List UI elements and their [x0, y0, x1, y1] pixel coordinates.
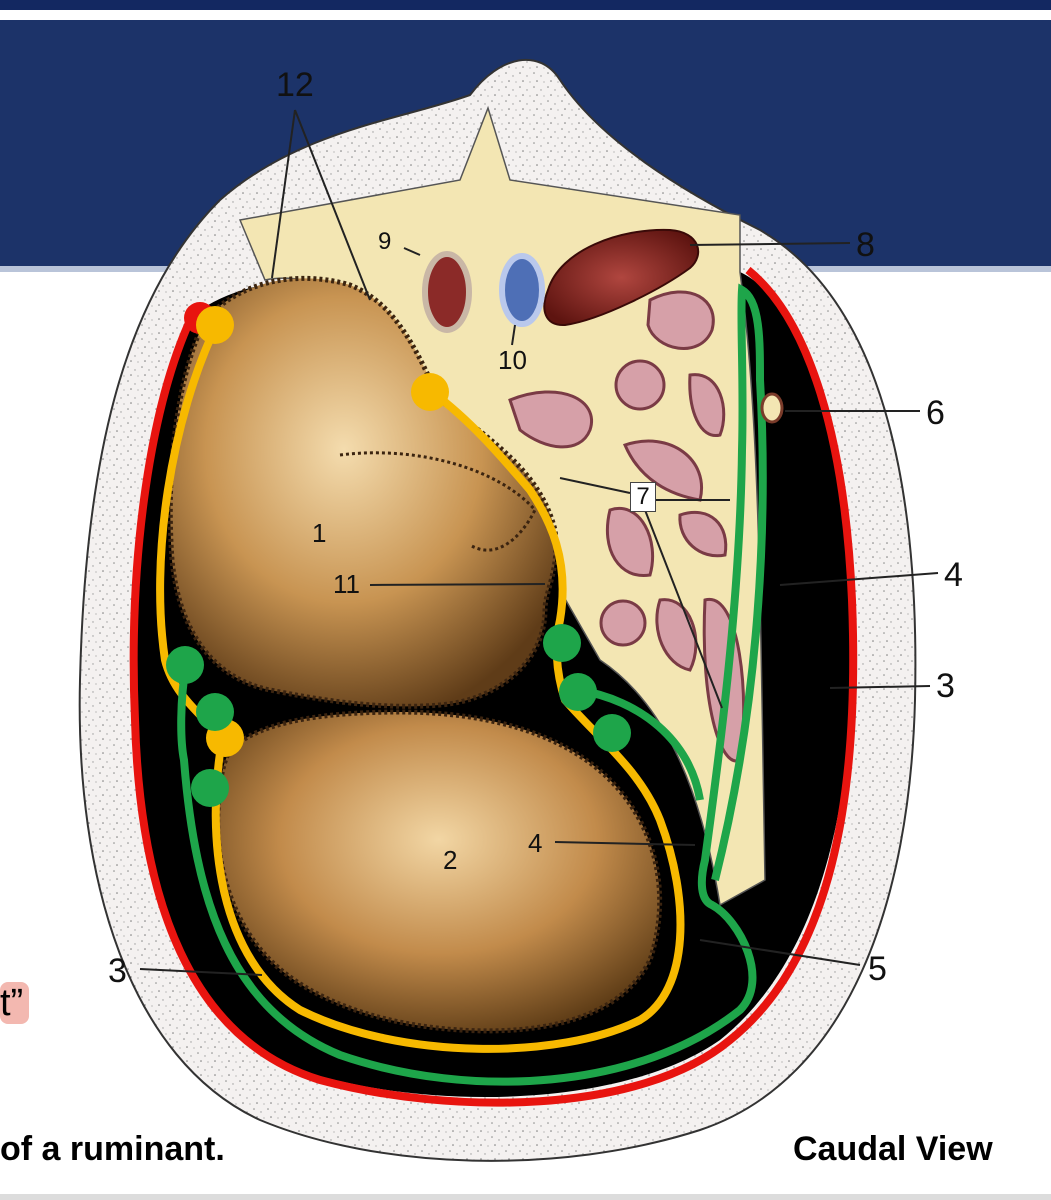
- green-dot-3: [191, 769, 229, 807]
- label-1: 1: [312, 518, 326, 549]
- label-7: 7: [630, 482, 656, 512]
- label-3-right: 3: [936, 667, 955, 706]
- label-3-left: 3: [108, 952, 127, 991]
- label-9: 9: [378, 228, 391, 256]
- green-dot-5: [559, 673, 597, 711]
- yellow-dot-1: [196, 306, 234, 344]
- green-dot-2: [196, 693, 234, 731]
- caudal-vena-cava: [502, 256, 542, 324]
- label-4-right: 4: [944, 556, 963, 595]
- label-4-inner: 4: [528, 828, 542, 859]
- label-6: 6: [926, 394, 945, 433]
- label-11: 11: [333, 569, 360, 600]
- small-vessel: [762, 394, 782, 422]
- view-label: Caudal View: [793, 1130, 993, 1169]
- figure-caption: of a ruminant.: [0, 1130, 225, 1169]
- cropped-slide-text: t”: [0, 982, 29, 1025]
- bottom-rule: [0, 1194, 1051, 1200]
- label-12: 12: [276, 66, 314, 105]
- label-10: 10: [498, 345, 527, 376]
- yellow-dot-2: [411, 373, 449, 411]
- label-5: 5: [868, 950, 887, 989]
- label-8: 8: [856, 226, 875, 265]
- green-dot-4: [543, 624, 581, 662]
- green-dot-1: [166, 646, 204, 684]
- cropped-word: t”: [0, 982, 29, 1024]
- green-dot-6: [593, 714, 631, 752]
- label-2: 2: [443, 845, 457, 876]
- aorta: [425, 254, 469, 330]
